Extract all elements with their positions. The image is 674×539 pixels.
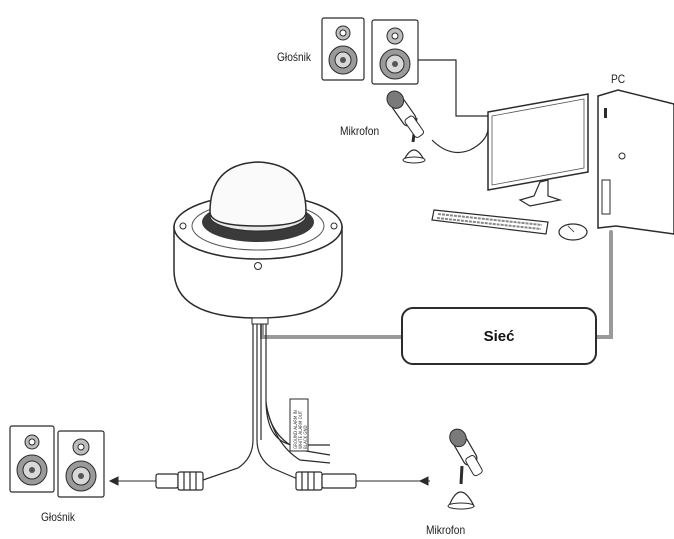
speaker-bottom-label: Głośnik: [41, 510, 75, 524]
microphone-bottom-icon: [447, 426, 486, 509]
mic-bottom-label: Mikrofon: [426, 523, 465, 537]
camera-network-cable: [262, 318, 401, 337]
speaker-pc-wire: [418, 60, 488, 116]
audio-connectors: [156, 472, 356, 490]
speaker-icon: [58, 431, 104, 497]
speaker-icon: [10, 426, 54, 492]
pc-network-cable: [597, 232, 611, 337]
network-box: Sieć: [401, 307, 597, 365]
microphone-top-icon: [384, 88, 428, 163]
dome-camera: [174, 162, 342, 324]
pc-label: PC: [611, 72, 625, 86]
audio-out-cable: [203, 318, 253, 480]
mic-pc-wire: [432, 130, 488, 152]
mic-top-label: Mikrofon: [340, 124, 379, 138]
cable-tag-line: BLACK GND: [303, 410, 308, 449]
pc-icon: [432, 90, 674, 240]
speaker-icon: [372, 20, 418, 84]
network-label: Sieć: [484, 328, 515, 345]
speaker-top-group: [322, 18, 418, 84]
speaker-bottom-group: [10, 426, 104, 497]
speaker-top-label: Głośnik: [277, 50, 311, 64]
cable-tag-text: GROUND ALARM IN WHITE ALARM OUT BLACK GN…: [293, 410, 308, 449]
speaker-icon: [322, 18, 364, 80]
